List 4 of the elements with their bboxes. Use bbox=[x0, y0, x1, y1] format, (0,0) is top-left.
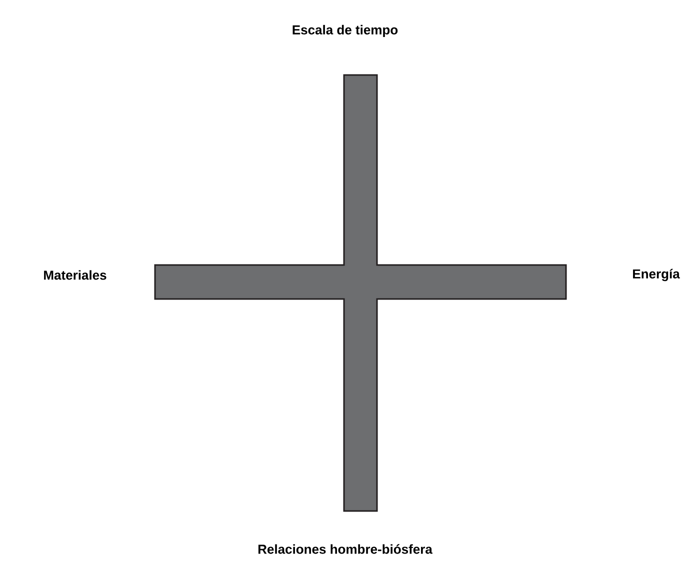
axis-label: Escala de tiempo bbox=[292, 24, 398, 38]
axis-label: Materiales bbox=[44, 270, 106, 280]
axis-label: Relaciones hombre-biósfera bbox=[258, 544, 432, 554]
axis-label: Energía bbox=[633, 268, 680, 282]
